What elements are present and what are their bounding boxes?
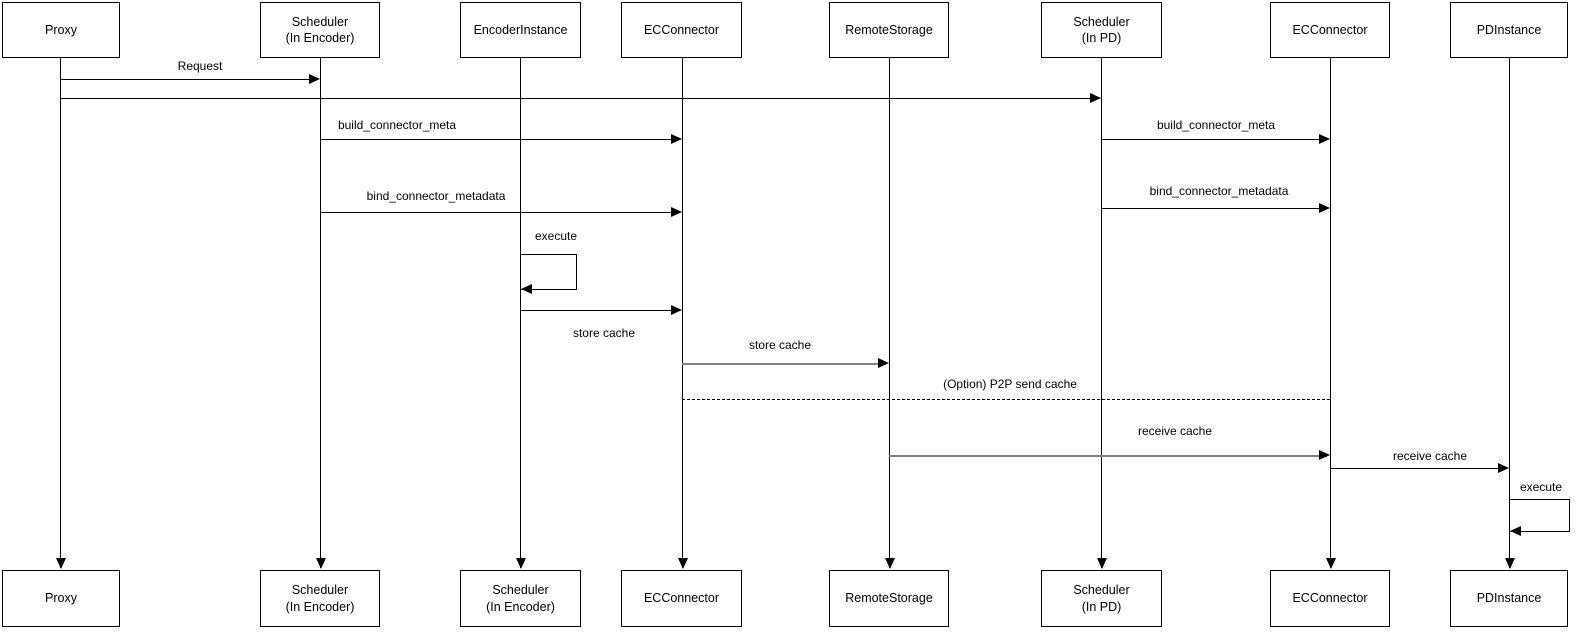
lifeline-remote-storage xyxy=(889,58,890,568)
actor-bottom-label-proxy: Proxy xyxy=(45,591,77,606)
arrowhead-execute-encoder xyxy=(521,284,532,294)
message-label-receive-cache-to-ecconnector: receive cache xyxy=(1135,424,1215,438)
actor-bottom-pd-instance: PDInstance xyxy=(1450,570,1568,627)
actor-bottom-label-scheduler-in-pd: Scheduler (In PD) xyxy=(1073,583,1130,614)
message-execute-encoder xyxy=(520,254,577,290)
actor-bottom-label-scheduler-in-encoder: Scheduler (In Encoder) xyxy=(285,583,355,614)
lifeline-arrowhead-remote-storage xyxy=(884,558,895,569)
actor-bottom-proxy: Proxy xyxy=(2,570,120,627)
message-proxy-to-scheduler-pd xyxy=(60,98,1098,99)
message-label-store-cache-to-remotestorage: store cache xyxy=(746,338,814,352)
actor-top-label-encoder-instance: EncoderInstance xyxy=(473,22,568,37)
arrowhead-execute-pd xyxy=(1510,526,1521,536)
message-bind-connector-metadata-pd xyxy=(1101,208,1327,209)
arrowhead-store-cache-to-ecconnector xyxy=(671,305,682,315)
lifeline-arrowhead-proxy xyxy=(55,558,66,569)
actor-top-pd-instance: PDInstance xyxy=(1450,2,1568,58)
message-store-cache-to-ecconnector xyxy=(520,310,679,311)
message-label-bind-connector-metadata-pd: bind_connector_metadata xyxy=(1147,184,1291,198)
message-p2p-send-cache xyxy=(682,399,1330,400)
actor-top-label-proxy: Proxy xyxy=(45,22,77,37)
arrowhead-build-connector-meta-pd xyxy=(1319,134,1330,144)
message-label-store-cache-to-ecconnector: store cache xyxy=(570,326,638,340)
message-store-cache-to-remotestorage xyxy=(682,363,886,365)
message-request xyxy=(60,79,317,80)
actor-top-label-pd-instance: PDInstance xyxy=(1476,22,1542,37)
actor-top-scheduler-in-encoder: Scheduler (In Encoder) xyxy=(260,2,380,58)
message-build-connector-meta-pd xyxy=(1101,139,1327,140)
message-receive-cache-to-ecconnector xyxy=(889,455,1327,457)
message-execute-pd xyxy=(1509,499,1570,532)
lifeline-scheduler-in-encoder xyxy=(320,58,321,568)
message-build-connector-meta-encoder xyxy=(320,139,679,140)
message-label-execute-pd: execute xyxy=(1517,480,1565,494)
actor-top-label-remote-storage: RemoteStorage xyxy=(845,22,933,37)
actor-bottom-label-ec-connector-encoder: ECConnector xyxy=(643,591,720,606)
lifeline-arrowhead-ec-connector-encoder xyxy=(677,558,688,569)
arrowhead-proxy-to-scheduler-pd xyxy=(1090,93,1101,103)
lifeline-scheduler-in-pd xyxy=(1101,58,1102,568)
actor-top-scheduler-in-pd: Scheduler (In PD) xyxy=(1041,2,1162,58)
actor-bottom-label-encoder-instance: Scheduler (In Encoder) xyxy=(486,583,555,614)
actor-bottom-scheduler-in-pd: Scheduler (In PD) xyxy=(1041,570,1162,627)
message-label-execute-encoder: execute xyxy=(532,229,580,243)
actor-top-label-scheduler-in-encoder: Scheduler (In Encoder) xyxy=(285,14,355,45)
actor-top-label-ec-connector-pd: ECConnector xyxy=(1292,22,1368,37)
arrowhead-bind-connector-metadata-pd xyxy=(1319,203,1330,213)
actor-bottom-remote-storage: RemoteStorage xyxy=(829,570,949,627)
lifeline-pd-instance xyxy=(1509,58,1510,568)
actor-top-encoder-instance: EncoderInstance xyxy=(460,2,581,58)
actor-top-proxy: Proxy xyxy=(2,2,120,58)
message-receive-cache-to-pdinstance xyxy=(1330,468,1506,469)
actor-top-remote-storage: RemoteStorage xyxy=(829,2,949,58)
actor-bottom-scheduler-in-encoder: Scheduler (In Encoder) xyxy=(260,570,380,627)
actor-top-label-ec-connector-encoder: ECConnector xyxy=(643,22,720,37)
lifeline-arrowhead-pd-instance xyxy=(1504,558,1515,569)
arrowhead-store-cache-to-remotestorage xyxy=(878,358,889,368)
arrowhead-build-connector-meta-encoder xyxy=(671,134,682,144)
message-label-request: Request xyxy=(175,59,225,73)
arrowhead-receive-cache-to-pdinstance xyxy=(1498,463,1509,473)
message-label-build-connector-meta-encoder: build_connector_meta xyxy=(335,118,459,132)
actor-top-ec-connector-encoder: ECConnector xyxy=(621,2,742,58)
message-bind-connector-metadata-encoder xyxy=(320,212,679,213)
lifeline-arrowhead-scheduler-in-encoder xyxy=(315,558,326,569)
actor-top-label-scheduler-in-pd: Scheduler (In PD) xyxy=(1073,14,1130,45)
actor-bottom-ec-connector-encoder: ECConnector xyxy=(621,570,742,627)
lifeline-arrowhead-scheduler-in-pd xyxy=(1096,558,1107,569)
actor-bottom-ec-connector-pd: ECConnector xyxy=(1270,570,1390,627)
lifeline-arrowhead-ec-connector-pd xyxy=(1325,558,1336,569)
lifeline-arrowhead-encoder-instance xyxy=(515,558,526,569)
actor-bottom-label-remote-storage: RemoteStorage xyxy=(845,591,933,606)
arrowhead-bind-connector-metadata-encoder xyxy=(671,207,682,217)
message-label-bind-connector-metadata-encoder: bind_connector_metadata xyxy=(364,189,508,203)
arrowhead-request xyxy=(309,74,320,84)
actor-bottom-label-ec-connector-pd: ECConnector xyxy=(1292,591,1368,606)
lifeline-ec-connector-encoder xyxy=(682,58,683,568)
actor-bottom-encoder-instance: Scheduler (In Encoder) xyxy=(460,570,581,627)
lifeline-proxy xyxy=(60,58,61,568)
arrowhead-receive-cache-to-ecconnector xyxy=(1319,450,1330,460)
lifeline-ec-connector-pd xyxy=(1330,58,1331,568)
message-label-p2p-send-cache: (Option) P2P send cache xyxy=(941,377,1079,391)
message-label-receive-cache-to-pdinstance: receive cache xyxy=(1390,449,1470,463)
actor-bottom-label-pd-instance: PDInstance xyxy=(1476,591,1542,606)
actor-top-ec-connector-pd: ECConnector xyxy=(1270,2,1390,58)
message-label-build-connector-meta-pd: build_connector_meta xyxy=(1154,118,1278,132)
lifeline-encoder-instance xyxy=(520,58,521,568)
